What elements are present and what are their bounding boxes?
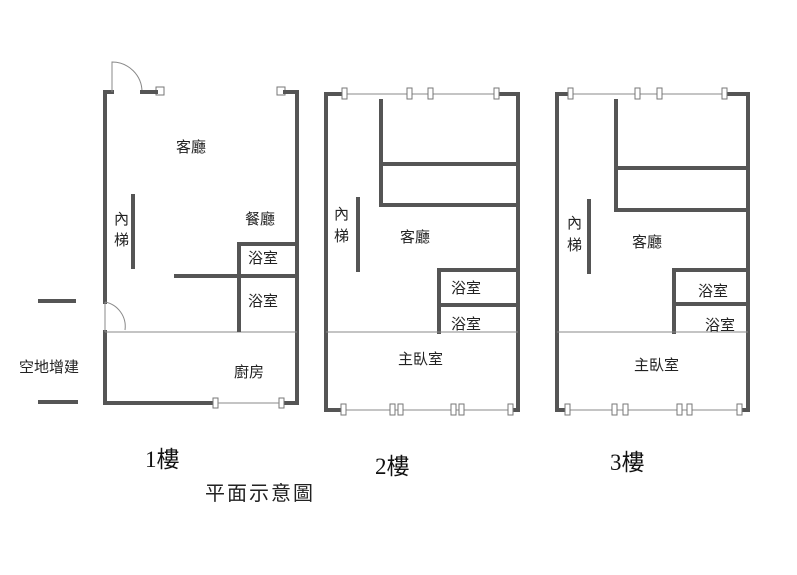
floor2-bottom-window-5 — [458, 403, 465, 416]
floor3-outer-wall — [555, 92, 750, 412]
floor2-living-room-label: 客廳 — [400, 228, 430, 246]
floor2-stair-label-1: 內 — [334, 206, 349, 223]
floor3-master-bedroom-label: 主臥室 — [634, 357, 679, 374]
floor3-bottom-window-3 — [622, 403, 629, 416]
floor3-bottom-window-2 — [611, 403, 618, 416]
floor1-outer-wall — [103, 90, 299, 405]
floor3-bottom-window-4 — [676, 403, 683, 416]
floor3-top-window-1 — [567, 87, 574, 100]
floor3-bath-lower-label: 浴室 — [705, 317, 735, 334]
floor3-title: 3樓 — [610, 450, 645, 475]
floor2-bottom-window-4 — [450, 403, 457, 416]
floor1-bath-walls — [174, 242, 299, 332]
floor3-bottom-window-5 — [686, 403, 693, 416]
floor1-bath-lower-label: 浴室 — [248, 293, 278, 310]
floor2-master-bedroom-label: 主臥室 — [398, 351, 443, 368]
floor3-top-window-3 — [656, 87, 663, 100]
floor2-bath-upper-label: 浴室 — [451, 280, 481, 297]
floor2-bottom-window-3 — [397, 403, 404, 416]
floor1-outdoor-label: 空地增建 — [19, 359, 79, 376]
floor3-top-window-4 — [721, 87, 728, 100]
plan-title: 平面示意圖 — [205, 482, 315, 505]
floor3-interior-walls — [614, 99, 750, 334]
floor3-top-window-2 — [634, 87, 641, 100]
floor3-bath-upper-label: 浴室 — [698, 283, 728, 300]
floor2-outer-wall — [324, 92, 520, 412]
floor3-living-room-label: 客廳 — [632, 233, 662, 251]
floor-2: 內 梯 客廳 浴室 浴室 主臥室 2樓 — [324, 87, 520, 479]
floor2-interior-walls — [379, 99, 520, 334]
floor1-window-right — [278, 397, 285, 409]
floor2-bottom-window-6 — [507, 403, 514, 416]
floor1-dining-label: 餐廳 — [245, 210, 275, 228]
floor1-living-room-label: 客廳 — [176, 138, 206, 156]
floor1-title: 1樓 — [145, 447, 180, 472]
floor2-top-window-1 — [341, 87, 348, 100]
floor1-stair-label-1: 內 — [114, 211, 129, 228]
floor3-bottom-window-6 — [736, 403, 743, 416]
floor3-stair-label-1: 內 — [567, 215, 582, 232]
floor2-bottom-window-1 — [340, 403, 347, 416]
floor1-window-left — [212, 397, 219, 409]
floor3-stair-label-2: 梯 — [567, 237, 582, 254]
floor1-side-door — [104, 301, 126, 332]
floor2-top-window-4 — [493, 87, 500, 100]
floor2-bottom-window-2 — [389, 403, 396, 416]
floor1-entry-door — [111, 61, 143, 93]
floor2-top-window-2 — [406, 87, 413, 100]
floor1-kitchen-label: 廚房 — [234, 363, 264, 381]
floor2-title: 2樓 — [375, 454, 410, 479]
floor2-stair-label-2: 梯 — [334, 228, 349, 245]
floor2-bath-lower-label: 浴室 — [451, 316, 481, 333]
floor1-stair-label-2: 梯 — [114, 232, 129, 249]
floor2-top-window-3 — [427, 87, 434, 100]
floor1-bath-upper-label: 浴室 — [248, 250, 278, 267]
floor-1: 客廳 內 梯 餐廳 浴室 浴室 廚房 空地增建 1樓 — [19, 61, 299, 472]
floor3-bottom-window-1 — [564, 403, 571, 416]
floor-3: 內 梯 客廳 浴室 浴室 主臥室 3樓 — [555, 87, 750, 475]
